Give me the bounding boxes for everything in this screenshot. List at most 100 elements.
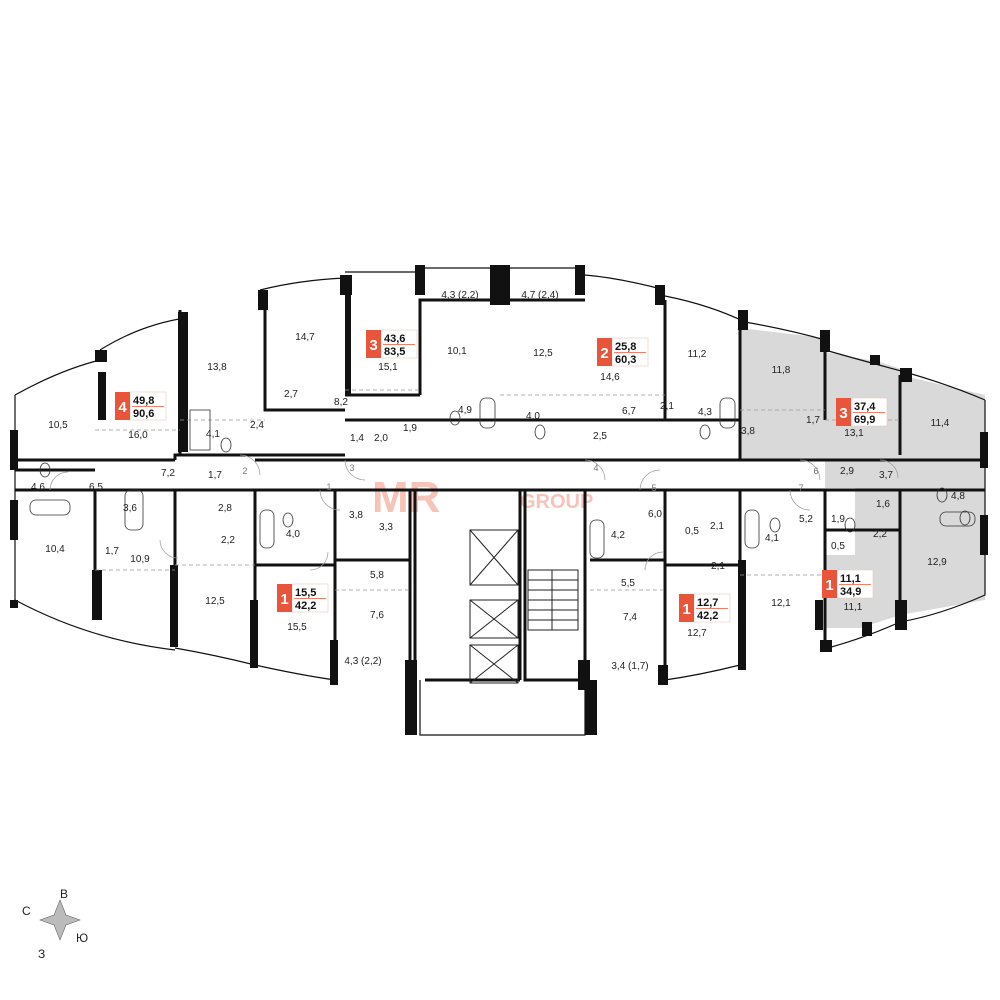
room-area-label: 0,5: [831, 541, 845, 552]
room-area-label: 14,7: [295, 332, 315, 343]
room-area-label: 2,8: [218, 503, 232, 514]
apartment-total-area: 90,6: [133, 408, 154, 420]
room-area-label: 10,9: [130, 554, 150, 565]
room-area-label: 12,9: [927, 557, 947, 568]
watermark: MR GROUP: [372, 473, 593, 522]
room-area-label: 12,5: [533, 348, 553, 359]
room-area-label: 3,3: [379, 522, 393, 533]
room-area-label: 2,2: [873, 529, 887, 540]
compass-north: В: [60, 887, 68, 901]
apartment-room-count: 2: [600, 345, 608, 362]
room-area-label: 4,8: [951, 491, 965, 502]
apartment-3-east-fill: [900, 375, 985, 615]
apartment-room-count: 4: [118, 399, 127, 416]
room-area-label: 4,3 (2,2): [344, 656, 381, 667]
room-area-label: 4,0: [526, 411, 540, 422]
room-area-label: 2,5: [593, 431, 607, 442]
room-area-label: 1,6: [876, 499, 890, 510]
apartment-badge-values-bg: [291, 583, 329, 613]
room-area-label: 4,9: [458, 405, 472, 416]
room-area-label: 11,2: [688, 349, 707, 360]
room-area-label: 2,1: [660, 401, 674, 412]
room-area-label: 3,8: [349, 510, 363, 521]
apartment-room-count: 1: [280, 591, 288, 608]
apartment-living-area: 25,8: [615, 341, 636, 353]
apartment-room-count: 1: [825, 577, 833, 594]
door-number: 2: [242, 466, 247, 476]
room-area-label: 1,7: [806, 415, 820, 426]
room-area-label: 4,7 (2,4): [521, 290, 558, 301]
room-area-label: 11,4: [931, 418, 950, 429]
apartment-room-count-bg: [679, 594, 694, 622]
apartment-total-area: 69,9: [854, 414, 875, 426]
room-area-label: 2,4: [250, 420, 264, 431]
room-area-label: 4,0: [286, 529, 300, 540]
room-area-label: 3,8: [741, 426, 755, 437]
room-area-label: 7,6: [370, 610, 384, 621]
door-number: 6: [813, 466, 818, 476]
apartment-living-area: 11,1: [840, 573, 861, 585]
apartment-total-area: 42,2: [295, 600, 316, 612]
room-area-label: 5,2: [799, 514, 813, 525]
room-area-label: 4,6: [31, 482, 45, 493]
room-area-label: 12,7: [687, 628, 707, 639]
room-area-label: 2,9: [840, 466, 854, 477]
room-area-label: 3,4 (1,7): [611, 661, 648, 672]
apartment-total-area: 83,5: [384, 346, 405, 358]
room-area-label: 3,6: [123, 503, 137, 514]
apartment-living-area: 37,4: [854, 401, 876, 413]
room-area-label: 6,0: [648, 509, 662, 520]
compass-south: З: [38, 947, 45, 961]
room-area-label: 8,2: [334, 397, 348, 408]
room-area-label: 7,4: [623, 612, 637, 623]
apartment-room-count-bg: [822, 570, 837, 598]
bath-fixtures: [29, 397, 976, 559]
room-area-label: 5,8: [370, 570, 384, 581]
outer-outline: [14, 267, 986, 736]
room-area-label: 1,9: [403, 423, 417, 434]
apartment-living-area: 49,8: [133, 395, 154, 407]
room-area-label: 7,2: [161, 468, 175, 479]
core-elevators-stairs: [469, 529, 579, 684]
door-number: 5: [651, 483, 656, 493]
apartment-room-count-bg: [597, 338, 612, 366]
apartment-room-count-bg: [366, 330, 381, 358]
apartment-badge: 3 37,469,9: [836, 397, 888, 427]
compass-east: Ю: [76, 931, 88, 945]
room-area-label: 1,7: [208, 470, 222, 481]
room-area-label: 1,7: [105, 546, 119, 557]
room-area-label: 4,3 (2,2): [441, 290, 478, 301]
room-area-label: 12,5: [205, 596, 225, 607]
apartment-badge-values-bg: [836, 569, 874, 599]
room-area-label: 4,1: [765, 533, 779, 544]
apartment-badge: 4 49,890,6: [115, 391, 167, 421]
exterior-walls: [10, 265, 988, 735]
room-area-label: 10,1: [447, 346, 467, 357]
room-area-label: 16,0: [128, 430, 148, 441]
room-area-label: 0,5: [685, 526, 699, 537]
apartment-room-count: 3: [839, 405, 847, 422]
room-area-label: 11,8: [772, 365, 791, 376]
apartment-living-area: 43,6: [384, 333, 405, 345]
room-area-label: 13,8: [207, 362, 227, 373]
apartment-room-count-bg: [277, 584, 292, 612]
room-area-label: 6,5: [89, 482, 103, 493]
room-area-label: 14,6: [600, 372, 620, 383]
apartment-badge-values-bg: [611, 337, 649, 367]
room-area-label: 11,1: [844, 602, 863, 613]
door-number: 4: [593, 463, 598, 473]
compass-rose-icon: [39, 899, 81, 941]
compass: В С Ю З: [22, 887, 88, 961]
room-area-label: 15,5: [287, 622, 307, 633]
room-area-label: 4,3: [698, 407, 712, 418]
room-area-label: 2,7: [284, 389, 298, 400]
apartment-room-count-bg: [836, 398, 851, 426]
room-area-label: 6,7: [622, 406, 636, 417]
room-area-label: 1,9: [831, 514, 845, 525]
